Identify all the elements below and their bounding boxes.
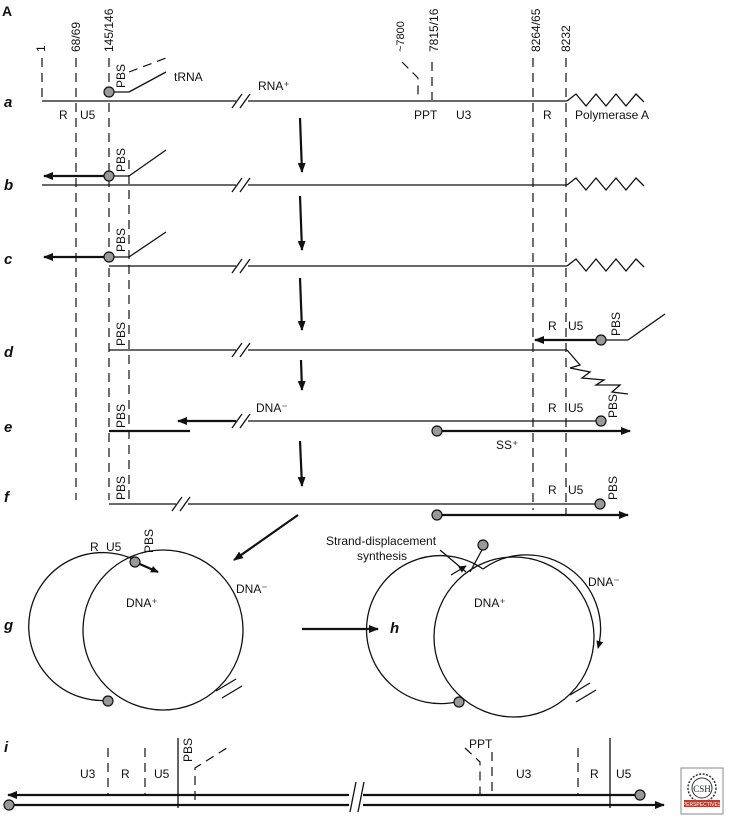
u5-label-d: U5 [568, 319, 584, 333]
polya-label: Polymerase A [575, 108, 649, 122]
row-e: PBS PBS DNA⁻ R U5 SS⁺ [109, 394, 631, 452]
csh-logo-subtext: PERSPECTIVES [683, 802, 722, 808]
strand-disp-label-1: Strand-displacement [326, 534, 437, 548]
r-label-f: R [548, 483, 557, 497]
position-145-146: 145/146 [102, 8, 116, 52]
csh-logo: CSH PERSPECTIVES [680, 767, 724, 815]
pbs-label-d: PBS [114, 322, 128, 346]
pbs-label-d2: PBS [609, 312, 623, 336]
r-label-e: R [548, 401, 557, 415]
rna-plus-label: RNA⁺ [258, 79, 290, 93]
row-label-c: c [4, 251, 13, 268]
row-label-i: i [4, 739, 9, 756]
pbs-label-b: PBS [114, 148, 128, 172]
row-label-d: d [4, 344, 14, 361]
pbs-label-f2: PBS [606, 476, 620, 500]
step-arrow-ef [297, 440, 306, 487]
dna-plus-label-g: DNA⁺ [126, 596, 158, 610]
pbs-label-a: PBS [114, 64, 128, 88]
step-arrow-de [297, 359, 306, 391]
row-label-f: f [4, 489, 11, 506]
r-label-i: R [121, 767, 130, 781]
u3-label-i: U3 [80, 767, 96, 781]
ss-plus-label: SS⁺ [496, 438, 518, 452]
dna-plus-label-h: DNA⁺ [474, 596, 506, 610]
pbs-label-i: PBS [181, 738, 195, 762]
row-a: PBS tRNA RNA⁺ R U5 PPT U3 R Polymerase A [42, 57, 649, 122]
u3-label-a: U3 [456, 108, 472, 122]
u5-label-a: U5 [80, 108, 96, 122]
u5-label-f: U5 [568, 483, 584, 497]
step-arrow-fg [233, 514, 299, 561]
u5-label-i2: U5 [616, 767, 632, 781]
u5-label-g: U5 [106, 540, 122, 554]
circle-h: Strand-displacement synthesis DNA⁺ DNA⁻ [326, 534, 620, 718]
circle-g: R U5 PBS DNA⁺ DNA⁻ [28, 529, 268, 711]
dna-plus-arc-g [28, 551, 138, 702]
trna-label: tRNA [174, 70, 203, 84]
step-arrow-cd [297, 277, 306, 331]
row-label-a: a [4, 94, 12, 111]
u5-label-i: U5 [154, 767, 170, 781]
ppt-label-a: PPT [414, 108, 438, 122]
dna-minus-label-e: DNA⁻ [256, 401, 288, 415]
step-arrow-bc [297, 195, 306, 251]
pbs-label-g: PBS [142, 529, 156, 553]
row-label-b: b [4, 177, 13, 194]
ppt-label-i: PPT [469, 737, 493, 751]
strand-displacement-arc [482, 554, 604, 649]
position-1: 1 [34, 45, 48, 52]
row-label-g: g [3, 617, 13, 634]
polya-tail [566, 92, 645, 108]
u5-label-e: U5 [568, 401, 584, 415]
ppt-mark-1 [401, 61, 419, 100]
row-d: PBS PBS R U5 [109, 312, 666, 395]
pbs-label-c: PBS [114, 228, 128, 252]
position-8232: 8232 [559, 25, 573, 52]
pbs-label-f: PBS [114, 476, 128, 500]
r-label-g: R [90, 540, 99, 554]
pbs-label-e2: PBS [606, 394, 620, 418]
r-label-a: R [59, 108, 68, 122]
row-f: PBS PBS R U5 [109, 476, 629, 521]
row-label-e: e [4, 419, 12, 436]
dna-minus-label-g: DNA⁻ [236, 582, 268, 596]
position-7815-16: 7815/16 [427, 8, 441, 52]
position-68-69: 68/69 [69, 22, 83, 52]
r-label-a2: R [543, 108, 552, 122]
position-8264-65: 8264/65 [529, 8, 543, 52]
dna-minus-label-h: DNA⁻ [588, 575, 620, 589]
r-label-i2: R [590, 767, 599, 781]
strand-disp-label-2: synthesis [357, 549, 407, 563]
csh-logo-text: CSH [693, 784, 711, 794]
pbs-label-e: PBS [114, 404, 128, 428]
row-c: PBS [43, 228, 645, 274]
r-label-d: R [548, 319, 557, 333]
row-i: U3 R U5 PBS PPT U3 R U5 [3, 737, 665, 813]
u3-label-i2: U3 [516, 767, 532, 781]
step-arrow-ab [297, 117, 306, 173]
position-7800: ~7800 [395, 21, 407, 52]
row-label-h: h [390, 620, 399, 637]
row-b: PBS [42, 148, 645, 193]
panel-label: A [2, 3, 12, 19]
